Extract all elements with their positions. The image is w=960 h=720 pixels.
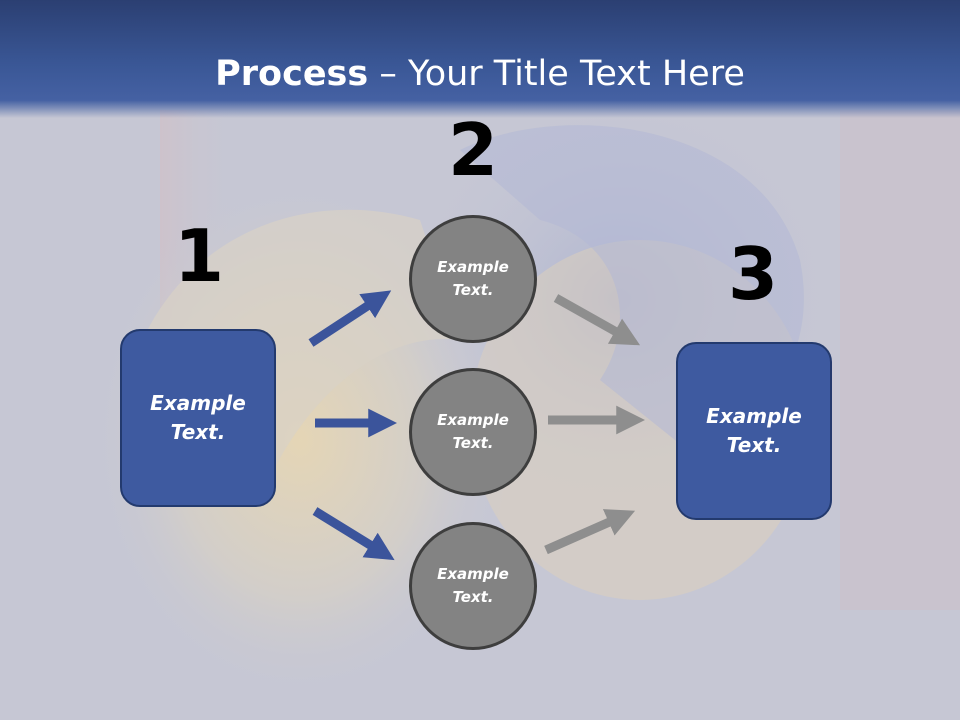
step-number-3: 3 — [727, 232, 779, 316]
circle-node-bottom[interactable]: Example Text. — [409, 522, 537, 650]
title-bold: Process — [215, 54, 369, 94]
arrow-up-right-blue — [308, 290, 392, 347]
step-number-1: 1 — [173, 214, 225, 298]
step-number-2: 2 — [447, 108, 499, 192]
arrow-up-right-gray — [544, 509, 636, 555]
circle-node-middle[interactable]: Example Text. — [409, 368, 537, 496]
step-box-1[interactable]: Example Text. — [120, 329, 276, 507]
title-banner — [0, 0, 960, 118]
arrow-down-right-blue — [312, 507, 395, 561]
title-rest: – Your Title Text Here — [368, 54, 745, 94]
step-box-3[interactable]: Example Text. — [676, 342, 832, 520]
arrow-down-right-gray — [553, 294, 641, 346]
circle-node-top[interactable]: Example Text. — [409, 215, 537, 343]
slide-title: Process – Your Title Text Here — [0, 52, 960, 96]
